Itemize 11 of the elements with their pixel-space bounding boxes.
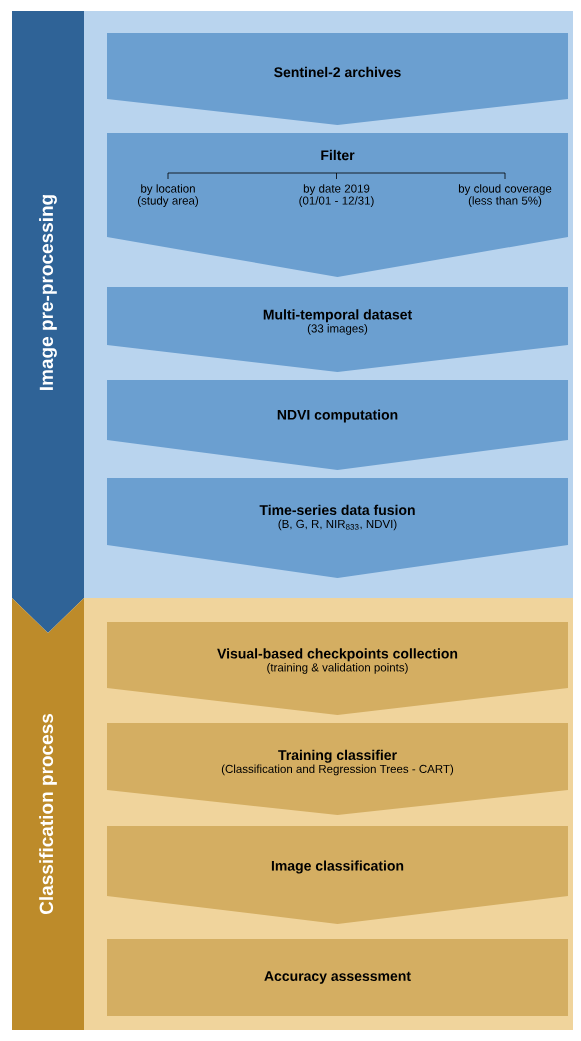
node-label: Classification process	[39, 713, 57, 915]
process-step: Training classifier (Classification and Regression Trees - CART)	[107, 723, 568, 815]
process-step: Image classification	[107, 826, 568, 924]
node-label: Image pre-processing	[39, 195, 57, 390]
process-step: NDVI computation	[107, 380, 568, 470]
process-step: Time-series data fusion (B, G, R, NIR$_{833}$, NDVI)	[107, 478, 568, 578]
process-step: Multi-temporal dataset (33 images)	[107, 287, 568, 372]
process-step: Filter by location (study area) by date 2019 (01/01 - 12/31) by cloud coverage (less than 5%)	[107, 133, 568, 277]
process-step: Sentinel-2 archives	[107, 33, 568, 125]
process-step: Visual-based checkpoints collection (training & validation points)	[107, 622, 568, 715]
step-box: Accuracy assessment	[107, 939, 568, 1016]
